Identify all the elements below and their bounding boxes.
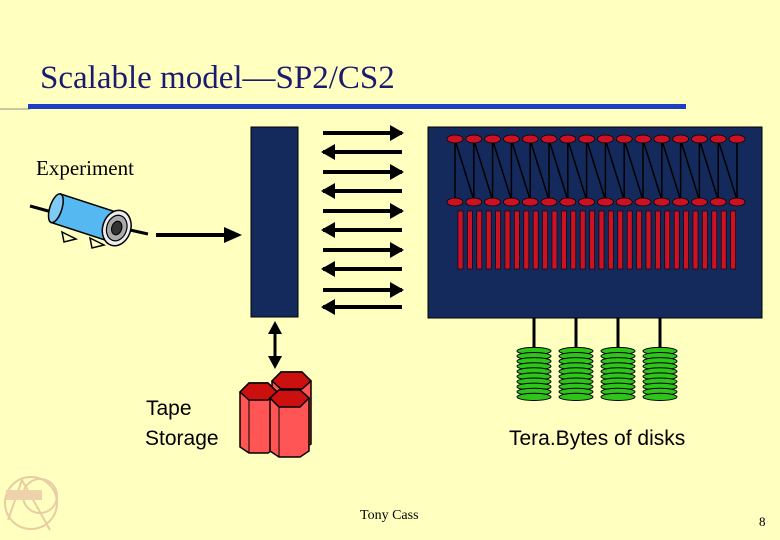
processor-bar [683, 210, 689, 270]
link-arrow [321, 222, 402, 238]
tape-link-arrow [268, 321, 282, 369]
node-bottom [559, 197, 577, 207]
processor-bar [655, 210, 661, 270]
processor-bar [589, 210, 595, 270]
link-arrow [321, 183, 402, 199]
node-bottom [691, 197, 708, 207]
link-arrow [321, 299, 402, 315]
processor-bar [608, 210, 614, 270]
cluster-nodes [446, 134, 746, 270]
node-bottom [521, 197, 539, 207]
processor-bar [542, 210, 548, 270]
interconnect-arrows [321, 125, 404, 315]
node-bottom [465, 197, 483, 207]
disks-label: Tera.Bytes of disks [509, 427, 686, 450]
experiment-label: Experiment [36, 156, 134, 180]
disk-stack-icon [558, 318, 594, 401]
node-top [634, 134, 652, 144]
processor-bar [532, 210, 539, 270]
processor-bar [692, 210, 699, 270]
node-bottom [578, 197, 595, 207]
tape-label: Tape [146, 397, 192, 420]
processor-bar [673, 210, 680, 270]
node-top [559, 134, 577, 144]
node-top [465, 134, 483, 144]
node-bottom [672, 197, 689, 207]
data-flow-arrow [156, 227, 242, 243]
processor-bar [561, 210, 567, 270]
node-top [521, 134, 539, 144]
processor-bar [711, 210, 718, 270]
processor-bar [579, 210, 586, 270]
node-top [540, 134, 558, 144]
node-bottom [446, 197, 464, 207]
processor-bar [730, 210, 736, 270]
processor-bar [476, 210, 483, 270]
processor-bar [702, 210, 708, 270]
processor-bar [617, 210, 624, 270]
processor-bar [467, 210, 473, 270]
node-top [597, 134, 614, 144]
link-arrow [323, 203, 404, 219]
slide-title: Scalable model—SP2/CS2 [40, 60, 395, 96]
disk-stacks [516, 318, 678, 401]
disk-stack-icon [600, 318, 636, 401]
link-arrow [323, 282, 404, 298]
processor-bar [636, 210, 642, 270]
link-arrow [323, 164, 404, 180]
node-bottom [540, 197, 558, 207]
detector-icon [29, 193, 149, 249]
node-top [653, 134, 671, 144]
processor-bar [720, 210, 727, 270]
node-top [578, 134, 595, 144]
node-bottom [597, 197, 614, 207]
node-top [691, 134, 708, 144]
node-top [615, 134, 633, 144]
node-top [709, 134, 727, 144]
title-rule [28, 104, 686, 109]
processor-bar [523, 210, 530, 270]
link-arrow [321, 261, 402, 277]
processor-bar [598, 210, 605, 270]
node-top [502, 134, 520, 144]
cern-logo-icon [4, 476, 58, 531]
processor-bar [457, 210, 464, 270]
disk-stack-icon [642, 318, 678, 401]
node-bottom [502, 197, 520, 207]
switch-column-icon [250, 126, 299, 318]
node-top [446, 134, 464, 144]
page-number: 8 [759, 514, 766, 529]
link-arrow [323, 125, 404, 141]
link-arrow [323, 242, 404, 258]
tape-storage-icon [238, 371, 313, 458]
disk-stack-icon [516, 318, 552, 401]
link-arrow [321, 144, 402, 160]
author-footer: Tony Cass [360, 508, 419, 523]
node-bottom [728, 197, 746, 207]
node-bottom [615, 197, 633, 207]
processor-bar [485, 210, 492, 270]
processor-bar [645, 210, 652, 270]
processor-bar [664, 210, 671, 270]
node-bottom [634, 197, 652, 207]
storage-label: Storage [145, 427, 219, 450]
processor-bar [514, 210, 520, 270]
processor-bar [495, 210, 501, 270]
processor-bar [626, 210, 633, 270]
node-top [728, 134, 746, 144]
node-bottom [653, 197, 671, 207]
processor-bar [551, 210, 558, 270]
processor-bar [504, 210, 511, 270]
node-bottom [484, 197, 502, 207]
processor-bar [570, 210, 577, 270]
node-bottom [709, 197, 727, 207]
node-top [672, 134, 689, 144]
title-rule-shadow [0, 108, 30, 110]
node-top [484, 134, 502, 144]
